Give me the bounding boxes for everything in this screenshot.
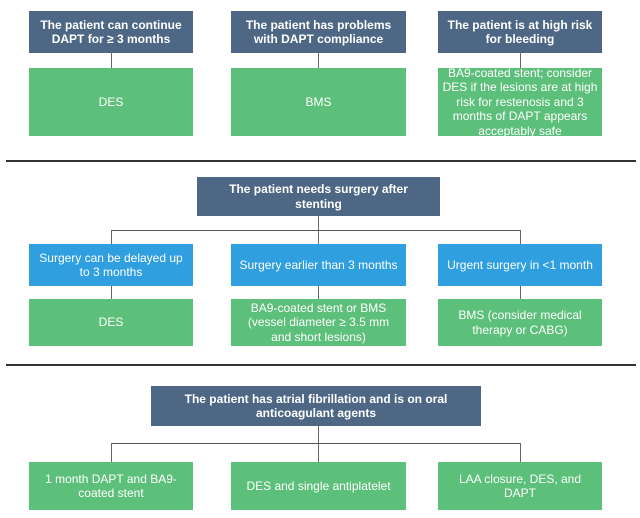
connector-line xyxy=(111,53,112,68)
condition-urgent-surgery: Urgent surgery in <1 month xyxy=(438,244,602,286)
recommendation-dapt-ba9: 1 month DAPT and BA9-coated stent xyxy=(29,462,193,510)
connector-line xyxy=(318,286,319,299)
section-divider xyxy=(6,364,636,366)
condition-dapt-compliance: The patient has problems with DAPT compl… xyxy=(231,11,406,53)
connector-line xyxy=(111,443,112,462)
section-divider xyxy=(6,160,636,162)
connector-line xyxy=(318,230,319,244)
connector-line xyxy=(520,443,521,462)
connector-line xyxy=(520,230,521,244)
connector-line xyxy=(111,230,112,244)
condition-bleeding-risk: The patient is at high risk for bleeding xyxy=(438,11,602,53)
surgery-header: The patient needs surgery after stenting xyxy=(197,177,440,216)
recommendation-des: DES xyxy=(29,299,193,346)
condition-continue-dapt: The patient can continue DAPT for ≥ 3 mo… xyxy=(29,11,193,53)
condition-surgery-earlier: Surgery earlier than 3 months xyxy=(231,244,406,286)
recommendation-ba9-or-bms: BA9-coated stent or BMS (vessel diameter… xyxy=(231,299,406,346)
recommendation-des-antiplatelet: DES and single antiplatelet xyxy=(231,462,406,510)
connector-line xyxy=(111,286,112,299)
connector-line xyxy=(318,216,319,230)
recommendation-bms-medical: BMS (consider medical therapy or CABG) xyxy=(438,299,602,346)
recommendation-ba9-stent: BA9-coated stent; consider DES if the le… xyxy=(438,66,602,138)
connector-line xyxy=(318,53,319,68)
recommendation-bms: BMS xyxy=(231,68,406,136)
recommendation-des: DES xyxy=(29,68,193,136)
recommendation-laa-closure: LAA closure, DES, and DAPT xyxy=(438,462,602,510)
connector-branch-line xyxy=(111,443,521,444)
connector-line xyxy=(318,426,319,443)
connector-line xyxy=(520,53,521,68)
condition-surgery-delayed: Surgery can be delayed up to 3 months xyxy=(29,244,193,286)
connector-line xyxy=(520,286,521,299)
connector-line xyxy=(318,443,319,462)
connector-branch-line xyxy=(111,230,521,231)
atrial-fibrillation-header: The patient has atrial fibrillation and … xyxy=(151,386,481,426)
